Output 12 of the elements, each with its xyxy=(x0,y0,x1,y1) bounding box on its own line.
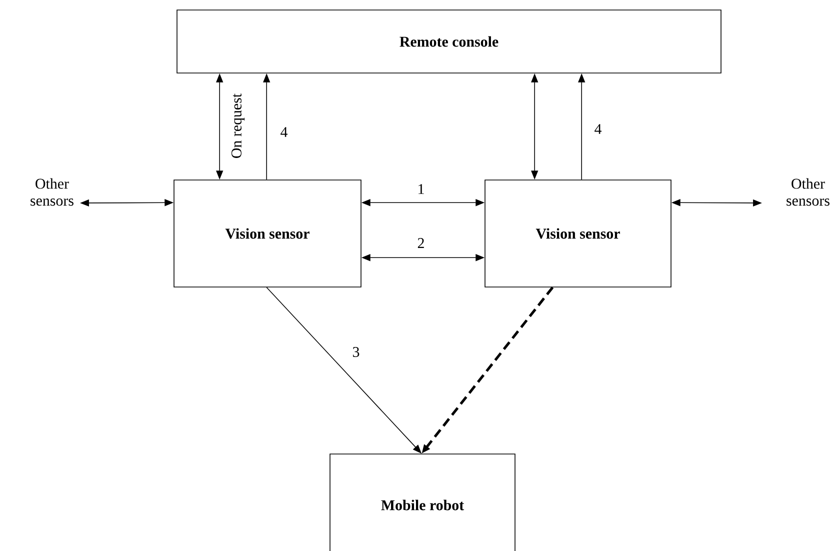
process-box: Vision sensor xyxy=(484,180,672,288)
edge-label: 1 xyxy=(416,183,426,195)
edge-label: On request xyxy=(230,92,246,160)
edge-label: 3 xyxy=(351,346,361,358)
process-box: Remote console xyxy=(176,10,722,74)
sensor-label: Other sensors xyxy=(30,178,74,206)
edge-label: 4 xyxy=(279,126,289,138)
sensor-label: Other sensors xyxy=(786,178,830,206)
process-box: Mobile robot xyxy=(330,454,516,551)
process-box: Vision sensor xyxy=(174,180,362,288)
edge-label: 4 xyxy=(593,123,603,135)
edge-label: 2 xyxy=(416,237,426,249)
